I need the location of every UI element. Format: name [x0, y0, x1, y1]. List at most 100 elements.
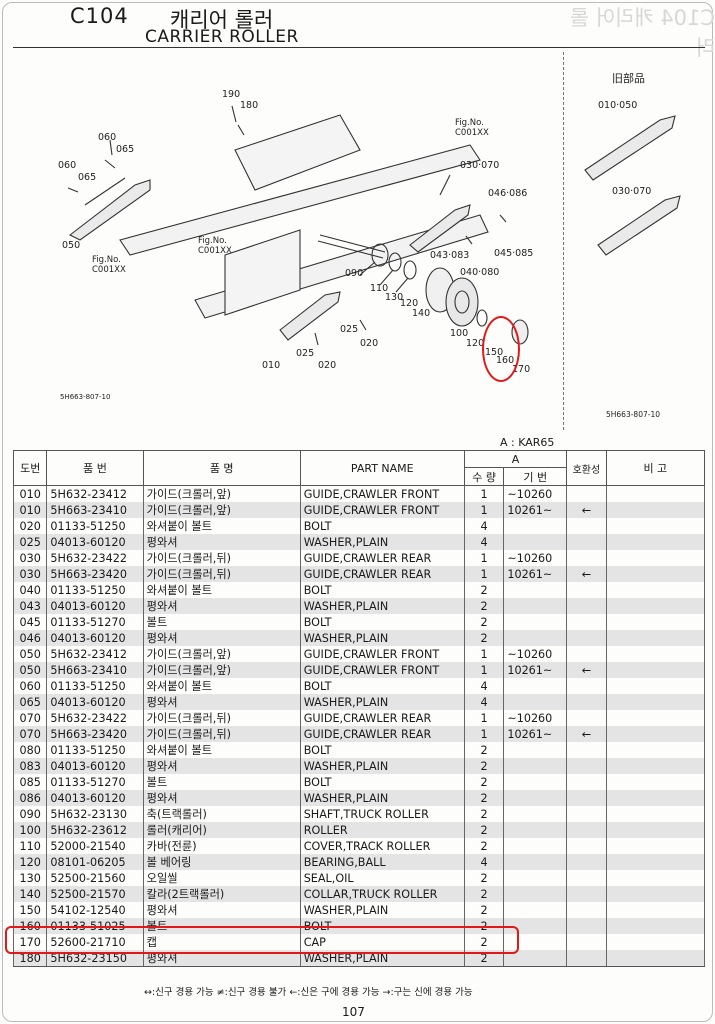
cell-serial [503, 854, 568, 870]
cell-serial [503, 838, 568, 854]
cell-name-ko: 평와셔 [142, 598, 301, 614]
old-part-010-050: 010·050 [598, 100, 638, 111]
callout-170: 170 [512, 364, 531, 375]
callout-120a: 120 [400, 298, 419, 309]
callout-highlight-oval [482, 316, 520, 382]
cell-name-ko: 와셔붙이 볼트 [142, 518, 301, 534]
cell-name-ko: 가이드(크롤러,뒤) [142, 726, 301, 742]
col-header-serial: 기 번 [503, 467, 568, 486]
cell-part-no: 01133-51270 [46, 774, 144, 790]
cell-qty: 4 [463, 694, 505, 710]
cell-part-name: WASHER,PLAIN [299, 902, 465, 918]
cell-part-name: GUIDE,CRAWLER FRONT [299, 662, 465, 678]
cell-no: 083 [12, 758, 48, 774]
cell-name-ko: 카바(전륜) [142, 838, 301, 854]
cell-interchange [566, 790, 607, 806]
cell-interchange [566, 614, 607, 630]
cell-serial [503, 598, 568, 614]
callout-020b: 020 [318, 360, 337, 371]
cell-serial: 10261~ [503, 566, 568, 582]
cell-part-no: 5H632-23150 [46, 950, 144, 967]
cell-no: 140 [12, 886, 48, 902]
col-header-part-no: 품 번 [46, 450, 144, 486]
cell-interchange [566, 758, 607, 774]
cell-qty: 2 [463, 774, 505, 790]
cell-interchange [566, 678, 607, 694]
cell-interchange [566, 934, 607, 950]
cell-part-no: 5H663-23410 [46, 662, 144, 678]
cell-part-name: BOLT [299, 742, 465, 758]
cell-part-no: 01133-51270 [46, 614, 144, 630]
cell-remarks [605, 630, 706, 646]
col-header-remarks: 비 고 [605, 450, 706, 486]
callout-130: 130 [385, 292, 404, 303]
cell-part-name: BOLT [299, 614, 465, 630]
cell-no: 050 [12, 662, 48, 678]
cell-remarks [605, 662, 706, 678]
cell-part-no: 04013-60120 [46, 758, 144, 774]
cell-name-ko: 칼라(2트랙롤러) [142, 886, 301, 902]
cell-interchange [566, 918, 607, 934]
cell-interchange [566, 806, 607, 822]
cell-no: 065 [12, 694, 48, 710]
callout-050: 050 [62, 240, 81, 251]
cell-serial: 10261~ [503, 502, 568, 518]
cell-name-ko: 가이드(크롤러,뒤) [142, 710, 301, 726]
cell-part-no: 5H632-23412 [46, 646, 144, 662]
cell-serial: 10261~ [503, 726, 568, 742]
cell-serial [503, 934, 568, 950]
cell-part-no: 52500-21560 [46, 870, 144, 886]
callout-046-086: 046·086 [488, 188, 528, 199]
model-designation: A : KAR65 [500, 436, 555, 449]
parts-table: 도번 품 번 품 명 PART NAME A 호환성 비 고 수 량 기 번 0… [12, 450, 706, 967]
cell-interchange [566, 550, 607, 566]
cell-part-name: COVER,TRACK ROLLER [299, 838, 465, 854]
cell-remarks [605, 534, 706, 550]
cell-no: 030 [12, 566, 48, 582]
callout-060: 060 [98, 132, 117, 143]
callout-020a: 020 [360, 338, 379, 349]
cell-interchange [566, 742, 607, 758]
cell-interchange [566, 902, 607, 918]
callout-025b: 025 [296, 348, 315, 359]
cell-no: 150 [12, 902, 48, 918]
cell-part-name: BOLT [299, 774, 465, 790]
row-highlight-160 [5, 926, 519, 954]
cell-part-no: 52000-21540 [46, 838, 144, 854]
callout-090: 090 [345, 268, 364, 279]
cell-name-ko: 가이드(크롤러,뒤) [142, 550, 301, 566]
cell-part-name: WASHER,PLAIN [299, 630, 465, 646]
cell-part-no: 01133-51250 [46, 582, 144, 598]
cell-serial [503, 950, 568, 967]
col-header-no: 도번 [12, 450, 48, 486]
cell-remarks [605, 614, 706, 630]
cell-qty: 4 [463, 854, 505, 870]
cell-part-name: BEARING,BALL [299, 854, 465, 870]
cell-interchange [566, 485, 607, 502]
cell-no: 086 [12, 790, 48, 806]
cell-name-ko: 가이드(크롤러,앞) [142, 502, 301, 518]
cell-part-name: ROLLER [299, 822, 465, 838]
cell-interchange [566, 582, 607, 598]
cell-part-no: 08101-06205 [46, 854, 144, 870]
callout-140: 140 [412, 308, 431, 319]
callout-040-080: 040·080 [460, 267, 500, 278]
cell-part-name: GUIDE,CRAWLER FRONT [299, 646, 465, 662]
cell-serial: 10261~ [503, 662, 568, 678]
cell-no: 110 [12, 838, 48, 854]
cell-part-name: WASHER,PLAIN [299, 950, 465, 967]
cell-remarks [605, 822, 706, 838]
cell-remarks [605, 838, 706, 854]
cell-no: 090 [12, 806, 48, 822]
cell-interchange [566, 854, 607, 870]
cell-interchange [566, 534, 607, 550]
